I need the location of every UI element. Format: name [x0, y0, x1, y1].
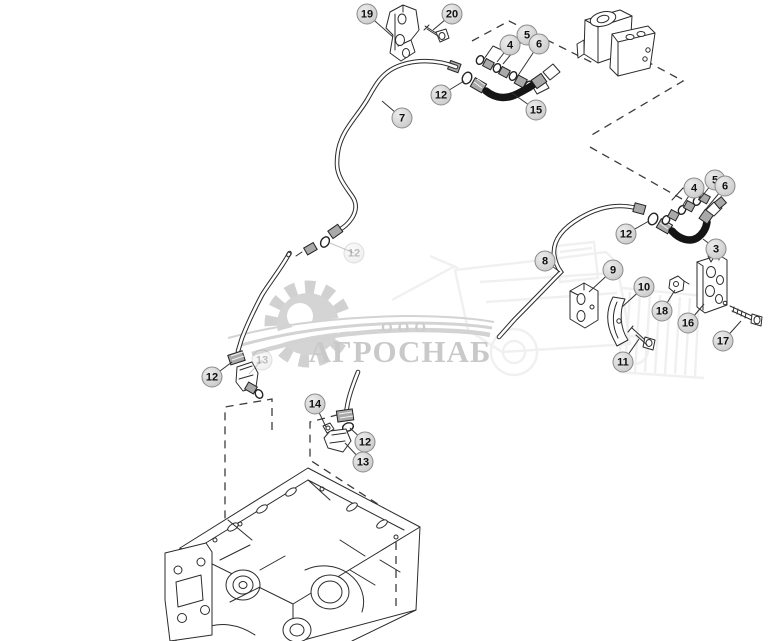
plate-part-16 — [697, 255, 727, 313]
callout-balloon-6[interactable]: 6 — [714, 175, 736, 197]
watermark-gear-icon — [240, 287, 385, 361]
callout-balloon-12[interactable]: 12 — [615, 223, 637, 245]
watermark-company-name: АГРОСНАБ — [309, 334, 492, 369]
callout-balloon-15[interactable]: 15 — [525, 99, 547, 121]
callout-balloon-12[interactable]: 12 — [201, 366, 223, 388]
watermark-swoosh — [228, 316, 494, 354]
callout-balloon-12[interactable]: 12 — [343, 242, 365, 264]
callout-balloon-12[interactable]: 12 — [430, 84, 452, 106]
callout-balloon-19[interactable]: 19 — [356, 3, 378, 25]
fitting-cluster-right — [661, 188, 710, 226]
callout-balloon-18[interactable]: 18 — [651, 300, 673, 322]
bolt-part-11 — [628, 326, 655, 350]
callout-balloon-17[interactable]: 17 — [712, 330, 734, 352]
hose-part-15 — [448, 61, 560, 98]
callout-balloon-13[interactable]: 13 — [251, 349, 273, 371]
callout-balloon-9[interactable]: 9 — [602, 259, 624, 281]
mounting-bracket-part-19 — [386, 5, 419, 61]
callout-balloon-3[interactable]: 3 — [705, 238, 727, 260]
bolt-part-20 — [424, 25, 449, 42]
callout-balloon-8[interactable]: 8 — [534, 250, 556, 272]
watermark: ООО АГРОСНАБ — [228, 242, 704, 378]
tube-part-7 — [296, 61, 456, 256]
hose-part-3 — [646, 197, 726, 240]
callout-balloon-12[interactable]: 12 — [354, 431, 376, 453]
watermark-harvester — [392, 242, 704, 378]
callout-balloon-13[interactable]: 13 — [352, 451, 374, 473]
callout-balloon-20[interactable]: 20 — [441, 3, 463, 25]
callout-balloon-16[interactable]: 16 — [677, 312, 699, 334]
elbow-fitting-cluster-center — [323, 372, 358, 452]
steering-valve-assembly — [577, 9, 655, 76]
watermark-company-prefix: ООО — [381, 320, 431, 336]
callout-balloon-10[interactable]: 10 — [633, 276, 655, 298]
bracket-part-10 — [608, 297, 628, 346]
callout-balloon-11[interactable]: 11 — [612, 351, 634, 373]
bolt-part-17 — [730, 306, 762, 326]
callout-balloon-6[interactable]: 6 — [528, 33, 550, 55]
callout-balloon-4[interactable]: 4 — [683, 177, 705, 199]
fitting-part-18 — [669, 276, 689, 293]
clamp-part-9 — [570, 283, 598, 328]
callout-balloon-14[interactable]: 14 — [304, 393, 326, 415]
transmission-housing — [165, 468, 420, 641]
tube-part-8 — [499, 203, 646, 337]
callout-balloon-7[interactable]: 7 — [391, 107, 413, 129]
callout-balloon-4[interactable]: 4 — [499, 34, 521, 56]
